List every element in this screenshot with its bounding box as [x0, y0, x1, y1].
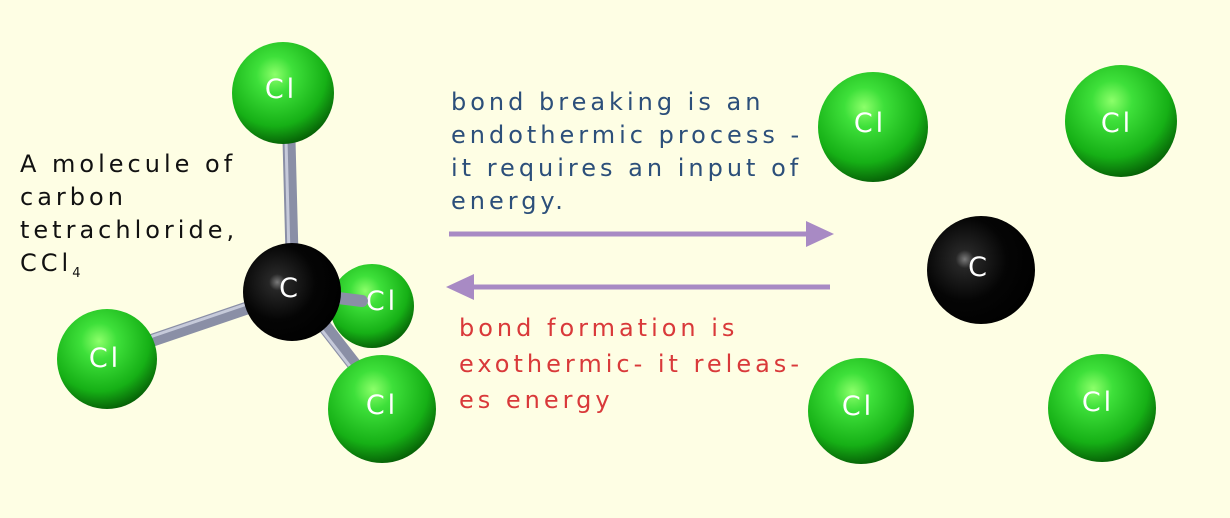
caption-line-3: tetrachloride,: [20, 216, 239, 244]
endothermic-line-2: endothermic process -: [451, 121, 804, 149]
separated-chlorine-bottom-left: [808, 358, 914, 464]
separated-chlorine-label-bottom-right: Cl: [1082, 387, 1114, 418]
separated-chlorine-bottom-right: [1048, 354, 1156, 462]
separated-chlorine-label-bottom-left: Cl: [842, 391, 874, 422]
chlorine-label-top: Cl: [265, 74, 297, 105]
endothermic-line-4: energy.: [451, 187, 567, 215]
endothermic-text: bond breaking is an endothermic process …: [451, 86, 851, 218]
molecule-caption: A molecule of carbon tetrachloride, CCl4: [20, 148, 238, 290]
caption-formula: CCl4: [20, 247, 238, 290]
exothermic-line-3: es energy: [459, 386, 614, 414]
formula-subscript: 4: [72, 266, 81, 281]
separated-chlorine-top-left: [818, 72, 928, 182]
caption-line-2: carbon: [20, 183, 127, 211]
caption-line-1: A molecule of: [20, 150, 237, 178]
chlorine-atom-front: [328, 355, 436, 463]
chlorine-atom-left: [57, 309, 157, 409]
exothermic-text: bond formation is exothermic- it releas-…: [459, 310, 839, 418]
separated-carbon-label: C: [968, 252, 990, 283]
separated-chlorine-top-right: [1065, 65, 1177, 177]
separated-chlorine-label-top-left: Cl: [854, 108, 886, 139]
carbon-label-molecule: C: [279, 273, 301, 304]
bond-top: [282, 133, 299, 262]
endothermic-line-1: bond breaking is an: [451, 88, 765, 116]
chlorine-label-left: Cl: [89, 343, 121, 374]
forward-arrow-head: [806, 221, 834, 247]
chlorine-label-front: Cl: [366, 390, 398, 421]
endothermic-line-3: it requires an input of: [451, 154, 803, 182]
bond-top-highlight: [284, 139, 291, 256]
separated-carbon: [927, 216, 1035, 324]
exothermic-line-1: bond formation is: [459, 314, 739, 342]
reverse-arrow-head: [446, 274, 474, 300]
separated-chlorine-label-top-right: Cl: [1101, 108, 1133, 139]
bond-left: [143, 300, 257, 348]
chlorine-atom-back: [330, 264, 414, 348]
bond-left-highlight: [149, 301, 251, 339]
chlorine-label-back: Cl: [366, 286, 398, 317]
exothermic-line-2: exothermic- it releas-: [459, 350, 803, 378]
chlorine-atom-top: [232, 42, 334, 144]
formula-main: CCl: [20, 249, 73, 277]
carbon-atom-molecule: [243, 243, 341, 341]
